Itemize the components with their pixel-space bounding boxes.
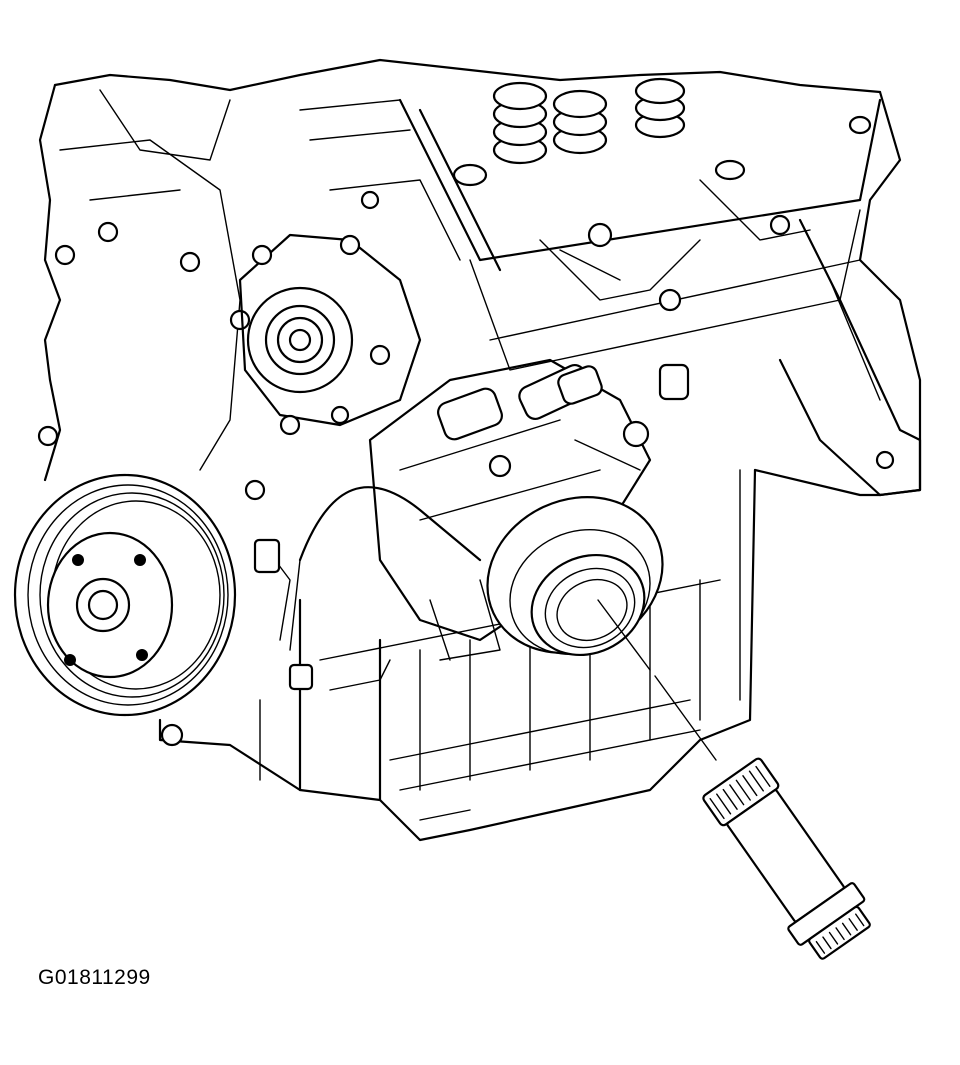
mounting-bracket — [658, 218, 922, 497]
ac-compressor — [368, 358, 664, 661]
alignment-line — [597, 599, 717, 761]
water-pump — [238, 233, 422, 436]
harmonic-balancer — [13, 473, 237, 717]
cylinder-head — [299, 77, 882, 371]
wiring-harness — [253, 486, 482, 691]
mounting-stud — [702, 757, 871, 960]
timing-cover — [37, 89, 266, 747]
valve-springs — [452, 77, 872, 187]
figure-code: G01811299 — [38, 966, 151, 989]
compressor-clutch-pulley — [486, 496, 664, 657]
